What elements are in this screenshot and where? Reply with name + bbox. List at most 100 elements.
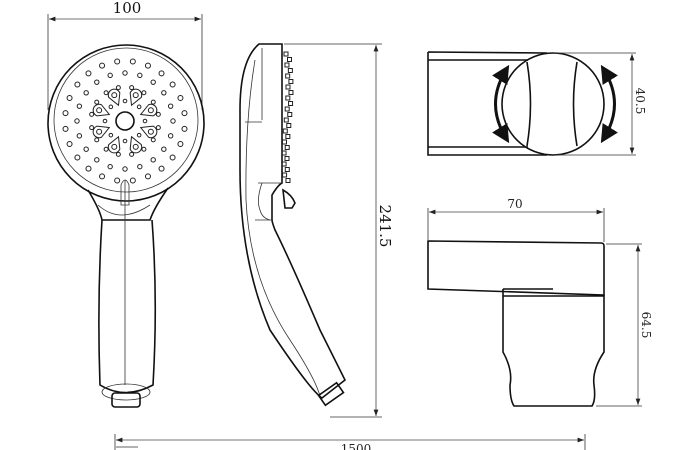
nozzle-hole — [107, 72, 113, 79]
shower-front-view: 100 — [47, 0, 205, 408]
center-nozzle — [115, 111, 135, 131]
nozzle-hole — [66, 140, 73, 147]
nozzle-hole — [62, 110, 69, 117]
teardrop-nozzle-center — [96, 107, 103, 114]
teardrop-nozzle — [139, 103, 158, 117]
teardrop-nozzle — [92, 125, 111, 139]
shower-head-face — [53, 47, 199, 193]
side-nozzle — [283, 117, 289, 123]
nozzle-hole — [122, 166, 128, 172]
side-nozzle — [286, 57, 292, 62]
side-nozzle — [281, 150, 287, 156]
nozzle-hole — [136, 132, 142, 138]
nozzle-hole — [94, 79, 100, 85]
side-nozzle — [284, 145, 290, 150]
teardrop-nozzle — [107, 135, 121, 154]
nozzle-hole — [108, 104, 114, 110]
holder-height-label: 40.5 — [633, 88, 647, 115]
hose-dimension: 1500 — [114, 434, 586, 450]
side-nozzle — [286, 123, 292, 128]
hose-connector — [111, 392, 141, 408]
nozzle-hole — [76, 133, 83, 139]
nozzle-hole — [169, 154, 176, 161]
nozzle-hole — [155, 111, 161, 117]
teardrop-nozzle-center — [111, 92, 118, 99]
nozzle-hole — [142, 118, 148, 124]
side-nozzle — [285, 84, 291, 90]
nozzle-hole — [129, 58, 136, 65]
teardrop-nozzle — [129, 135, 143, 154]
nozzle-hole — [150, 79, 156, 85]
rotate-arrow-left-icon — [492, 64, 510, 144]
side-nozzle — [284, 167, 290, 172]
side-nozzle — [288, 90, 294, 95]
nozzle-hole — [62, 125, 69, 132]
nozzle-hole — [103, 146, 109, 152]
nozzle-hole — [108, 132, 114, 138]
nozzle-hole — [137, 72, 143, 79]
nozzle-hole — [150, 99, 156, 105]
side-nozzle — [281, 161, 287, 167]
teardrop-nozzle-center — [132, 143, 139, 150]
teardrop-nozzle-center — [147, 128, 154, 135]
nozzle-hole — [89, 125, 95, 131]
nozzle-hole — [177, 95, 184, 102]
holder-base — [502, 289, 605, 407]
spray-nozzles — [62, 58, 188, 184]
nozzle-hole — [99, 62, 106, 69]
nozzle-hole — [122, 98, 128, 104]
holder-side-view: 70 64.5 — [427, 197, 653, 407]
head-width-label: 100 — [113, 0, 142, 17]
nozzle-hole — [94, 157, 100, 163]
side-nozzle — [281, 139, 287, 145]
nozzle-hole — [94, 99, 100, 105]
side-nozzle — [284, 62, 290, 68]
nozzle-hole — [161, 90, 167, 96]
nozzle-hole — [115, 85, 121, 91]
side-hose-connector — [317, 381, 345, 407]
nozzle-hole — [115, 151, 121, 157]
shower-side-view: 241.5 — [239, 43, 394, 418]
side-nozzle — [285, 134, 291, 139]
shower-neck — [87, 187, 169, 221]
holder-bracket — [427, 51, 548, 156]
nozzle-hole — [181, 125, 188, 132]
side-nozzles — [281, 51, 294, 183]
nozzle-hole — [99, 173, 106, 180]
nozzle-hole — [102, 118, 108, 124]
nozzle-hole — [103, 90, 109, 96]
side-nozzle — [285, 73, 291, 79]
side-nozzle — [285, 178, 291, 183]
side-nozzle — [288, 101, 294, 106]
mode-button — [282, 188, 296, 209]
nozzle-hole — [122, 70, 128, 76]
nozzle-hole — [158, 165, 165, 172]
nozzle-hole — [76, 103, 83, 109]
teardrop-nozzle — [139, 125, 158, 139]
nozzle-hole — [141, 90, 147, 96]
nozzle-hole — [85, 70, 92, 77]
nozzle-hole — [74, 154, 81, 161]
nozzle-hole — [169, 81, 176, 88]
nozzle-hole — [114, 177, 121, 184]
rotate-arrow-right-icon — [600, 64, 618, 144]
teardrop-nozzle-center — [147, 107, 154, 114]
nozzle-hole — [85, 165, 92, 172]
nozzle-hole — [158, 70, 165, 77]
teardrop-nozzle-center — [111, 143, 118, 150]
nozzle-hole — [122, 138, 128, 144]
nozzle-hole — [150, 137, 156, 143]
side-nozzle — [284, 156, 290, 161]
nozzle-hole — [94, 137, 100, 143]
nozzle-hole — [74, 118, 80, 124]
shower-side-body — [239, 43, 347, 399]
nozzle-hole — [136, 104, 142, 110]
nozzle-hole — [74, 81, 81, 88]
teardrop-nozzle — [107, 88, 121, 107]
holder-depth-label: 64.5 — [639, 312, 653, 339]
nozzle-hole — [137, 163, 143, 170]
side-nozzle — [288, 79, 294, 84]
shower-handle — [98, 219, 157, 394]
nozzle-hole — [144, 173, 151, 180]
